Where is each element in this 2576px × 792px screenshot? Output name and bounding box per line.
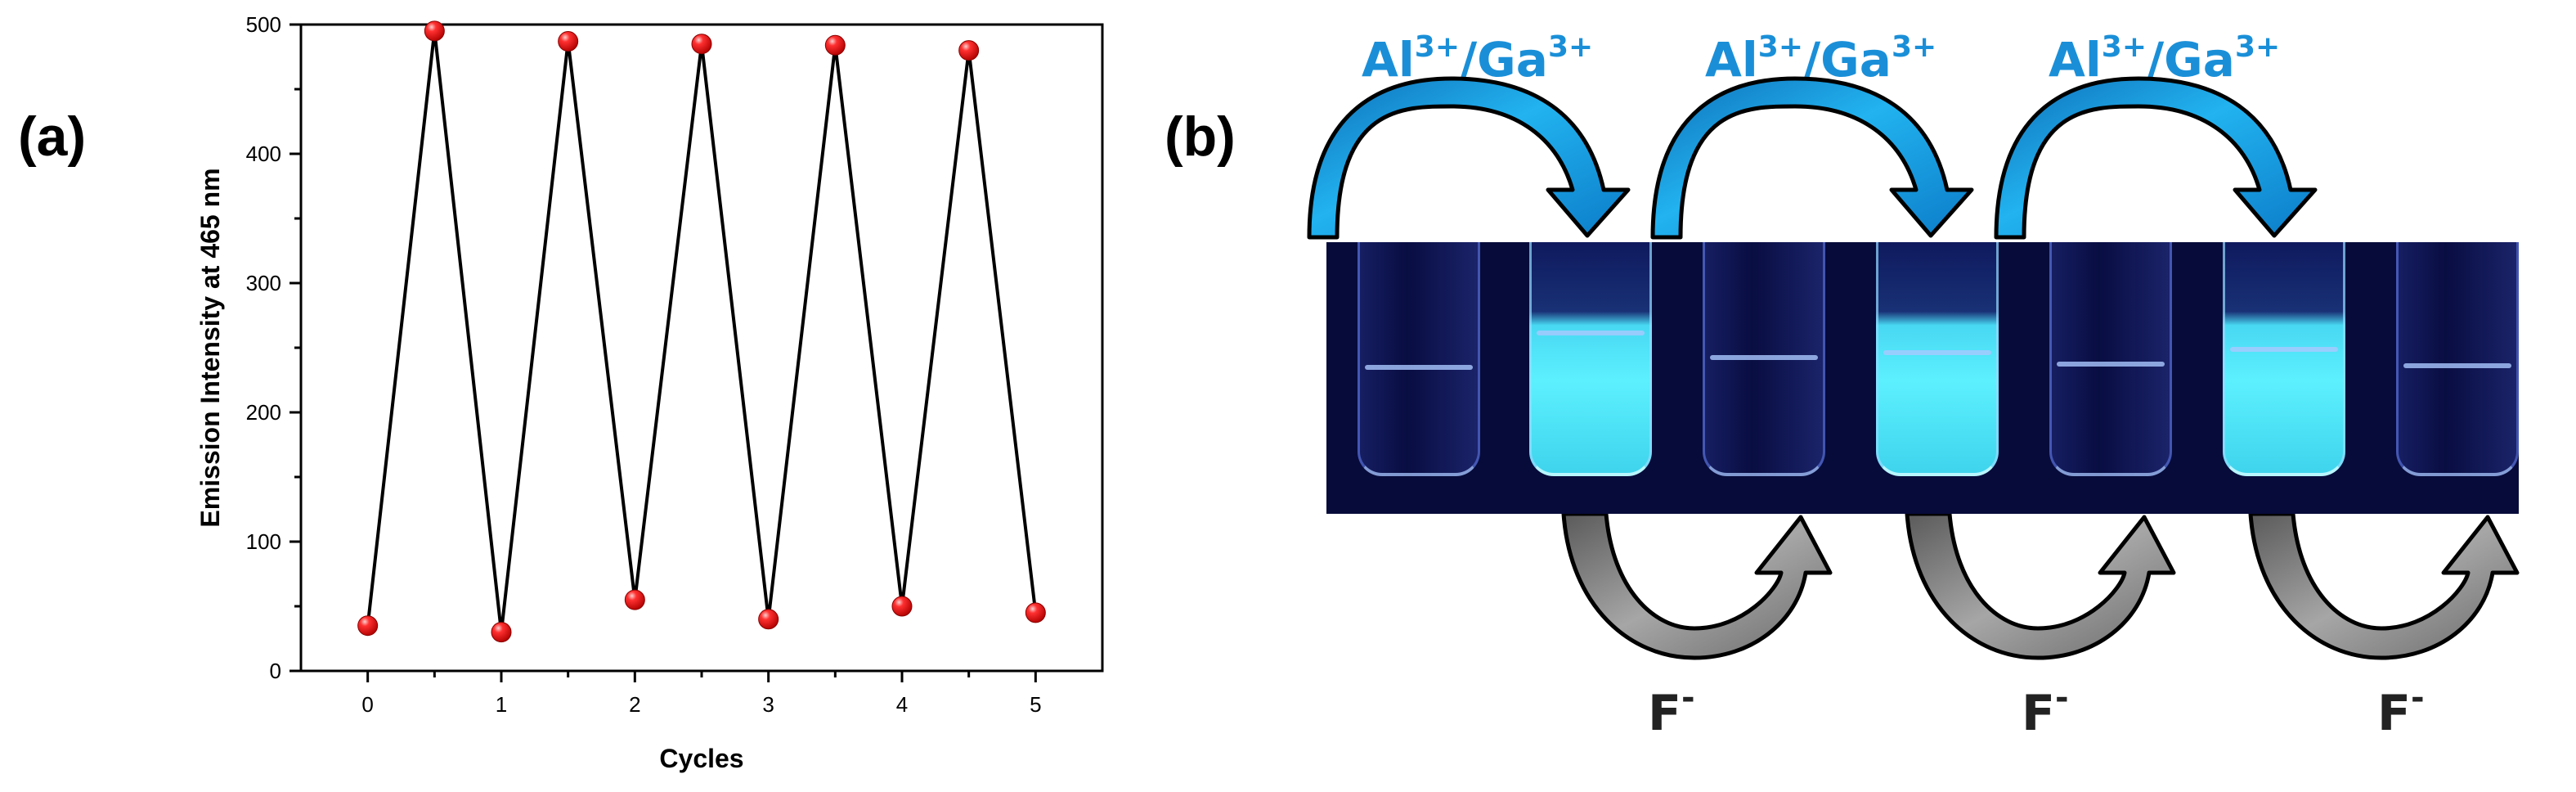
- remove-arrow-1: [1561, 511, 1833, 660]
- data-point: [958, 40, 980, 61]
- vial-3: [1703, 242, 1825, 476]
- add-label-3-base1: Al: [2049, 32, 2102, 88]
- add-arrows: [1307, 76, 2318, 240]
- x-tick-label: 2: [629, 692, 640, 717]
- remove-arrows: [1561, 511, 2520, 660]
- panel-label-a: (a): [18, 106, 87, 168]
- remove-label-1-base: F: [1648, 685, 1681, 742]
- add-label-2: Al3+/Ga3+: [1705, 30, 1936, 88]
- x-tick-label: 3: [762, 692, 774, 717]
- vial-6: [2223, 242, 2345, 476]
- axis-ticks: 0 100 200 300 400 500 0 1 2 3 4 5: [246, 12, 1042, 717]
- data-point: [891, 596, 913, 617]
- panel-label-b: (b): [1165, 106, 1236, 168]
- x-axis-title: Cycles: [659, 744, 743, 773]
- add-label-1-sup2: 3+: [1548, 30, 1593, 64]
- vial-5: [2049, 242, 2172, 476]
- remove-label-2-sup: -: [2055, 679, 2069, 717]
- vial-photo: [1326, 242, 2519, 514]
- data-point: [558, 31, 579, 52]
- data-point: [357, 615, 379, 637]
- remove-arrow-2: [1905, 511, 2176, 660]
- remove-label-3-base: F: [2377, 685, 2411, 742]
- data-point: [824, 34, 846, 56]
- add-label-2-sup2: 3+: [1892, 30, 1936, 64]
- data-point: [491, 622, 512, 643]
- data-point: [691, 34, 712, 55]
- add-arrow-3: [1994, 76, 2318, 240]
- vial-2: [1529, 242, 1652, 476]
- vial-1: [1358, 242, 1480, 476]
- add-arrow-2: [1650, 76, 1974, 240]
- data-point: [424, 20, 445, 42]
- series-line: [366, 30, 1038, 632]
- y-tick-label: 500: [246, 12, 281, 37]
- y-tick-label: 200: [246, 400, 281, 425]
- data-point: [758, 609, 779, 630]
- x-tick-label: 0: [361, 692, 373, 717]
- remove-label-1-sup: -: [1681, 679, 1695, 717]
- data-point: [1025, 602, 1046, 623]
- x-tick-label: 1: [496, 692, 507, 717]
- add-label-1-base1: Al: [1362, 32, 1415, 88]
- y-axis-title: Emission Intensity at 465 nm: [195, 168, 225, 527]
- add-label-3-sup1: 3+: [2102, 30, 2147, 64]
- y-tick-label: 300: [246, 271, 281, 295]
- remove-arrow-3: [2248, 511, 2520, 660]
- x-tick-label: 4: [896, 692, 908, 717]
- emission-intensity-chart: 0 100 200 300 400 500 0 1 2 3 4 5 Cycles Emission I…: [195, 12, 1104, 773]
- remove-label-3-sup: -: [2411, 679, 2425, 717]
- remove-label-3: F-: [2377, 679, 2425, 742]
- series-markers: [357, 20, 1046, 643]
- add-label-1-sup1: 3+: [1415, 30, 1460, 64]
- add-arrow-1: [1307, 76, 1631, 240]
- x-tick-label: 5: [1030, 692, 1041, 717]
- vial-7: [2396, 242, 2519, 476]
- plot-frame: [299, 23, 1104, 673]
- add-label-3-sup2: 3+: [2235, 30, 2280, 64]
- remove-label-1: F-: [1648, 679, 1695, 742]
- vial-4: [1876, 242, 1999, 476]
- y-tick-label: 0: [270, 659, 281, 683]
- y-tick-label: 400: [246, 142, 281, 166]
- add-label-2-sup1: 3+: [1758, 30, 1803, 64]
- remove-label-2-base: F: [2022, 685, 2055, 742]
- y-tick-label: 100: [246, 529, 281, 554]
- add-label-2-base1: Al: [1705, 32, 1758, 88]
- scheme-remove-labels: F- F- F-: [1648, 679, 2425, 742]
- remove-label-2: F-: [2022, 679, 2069, 742]
- data-point: [624, 589, 645, 610]
